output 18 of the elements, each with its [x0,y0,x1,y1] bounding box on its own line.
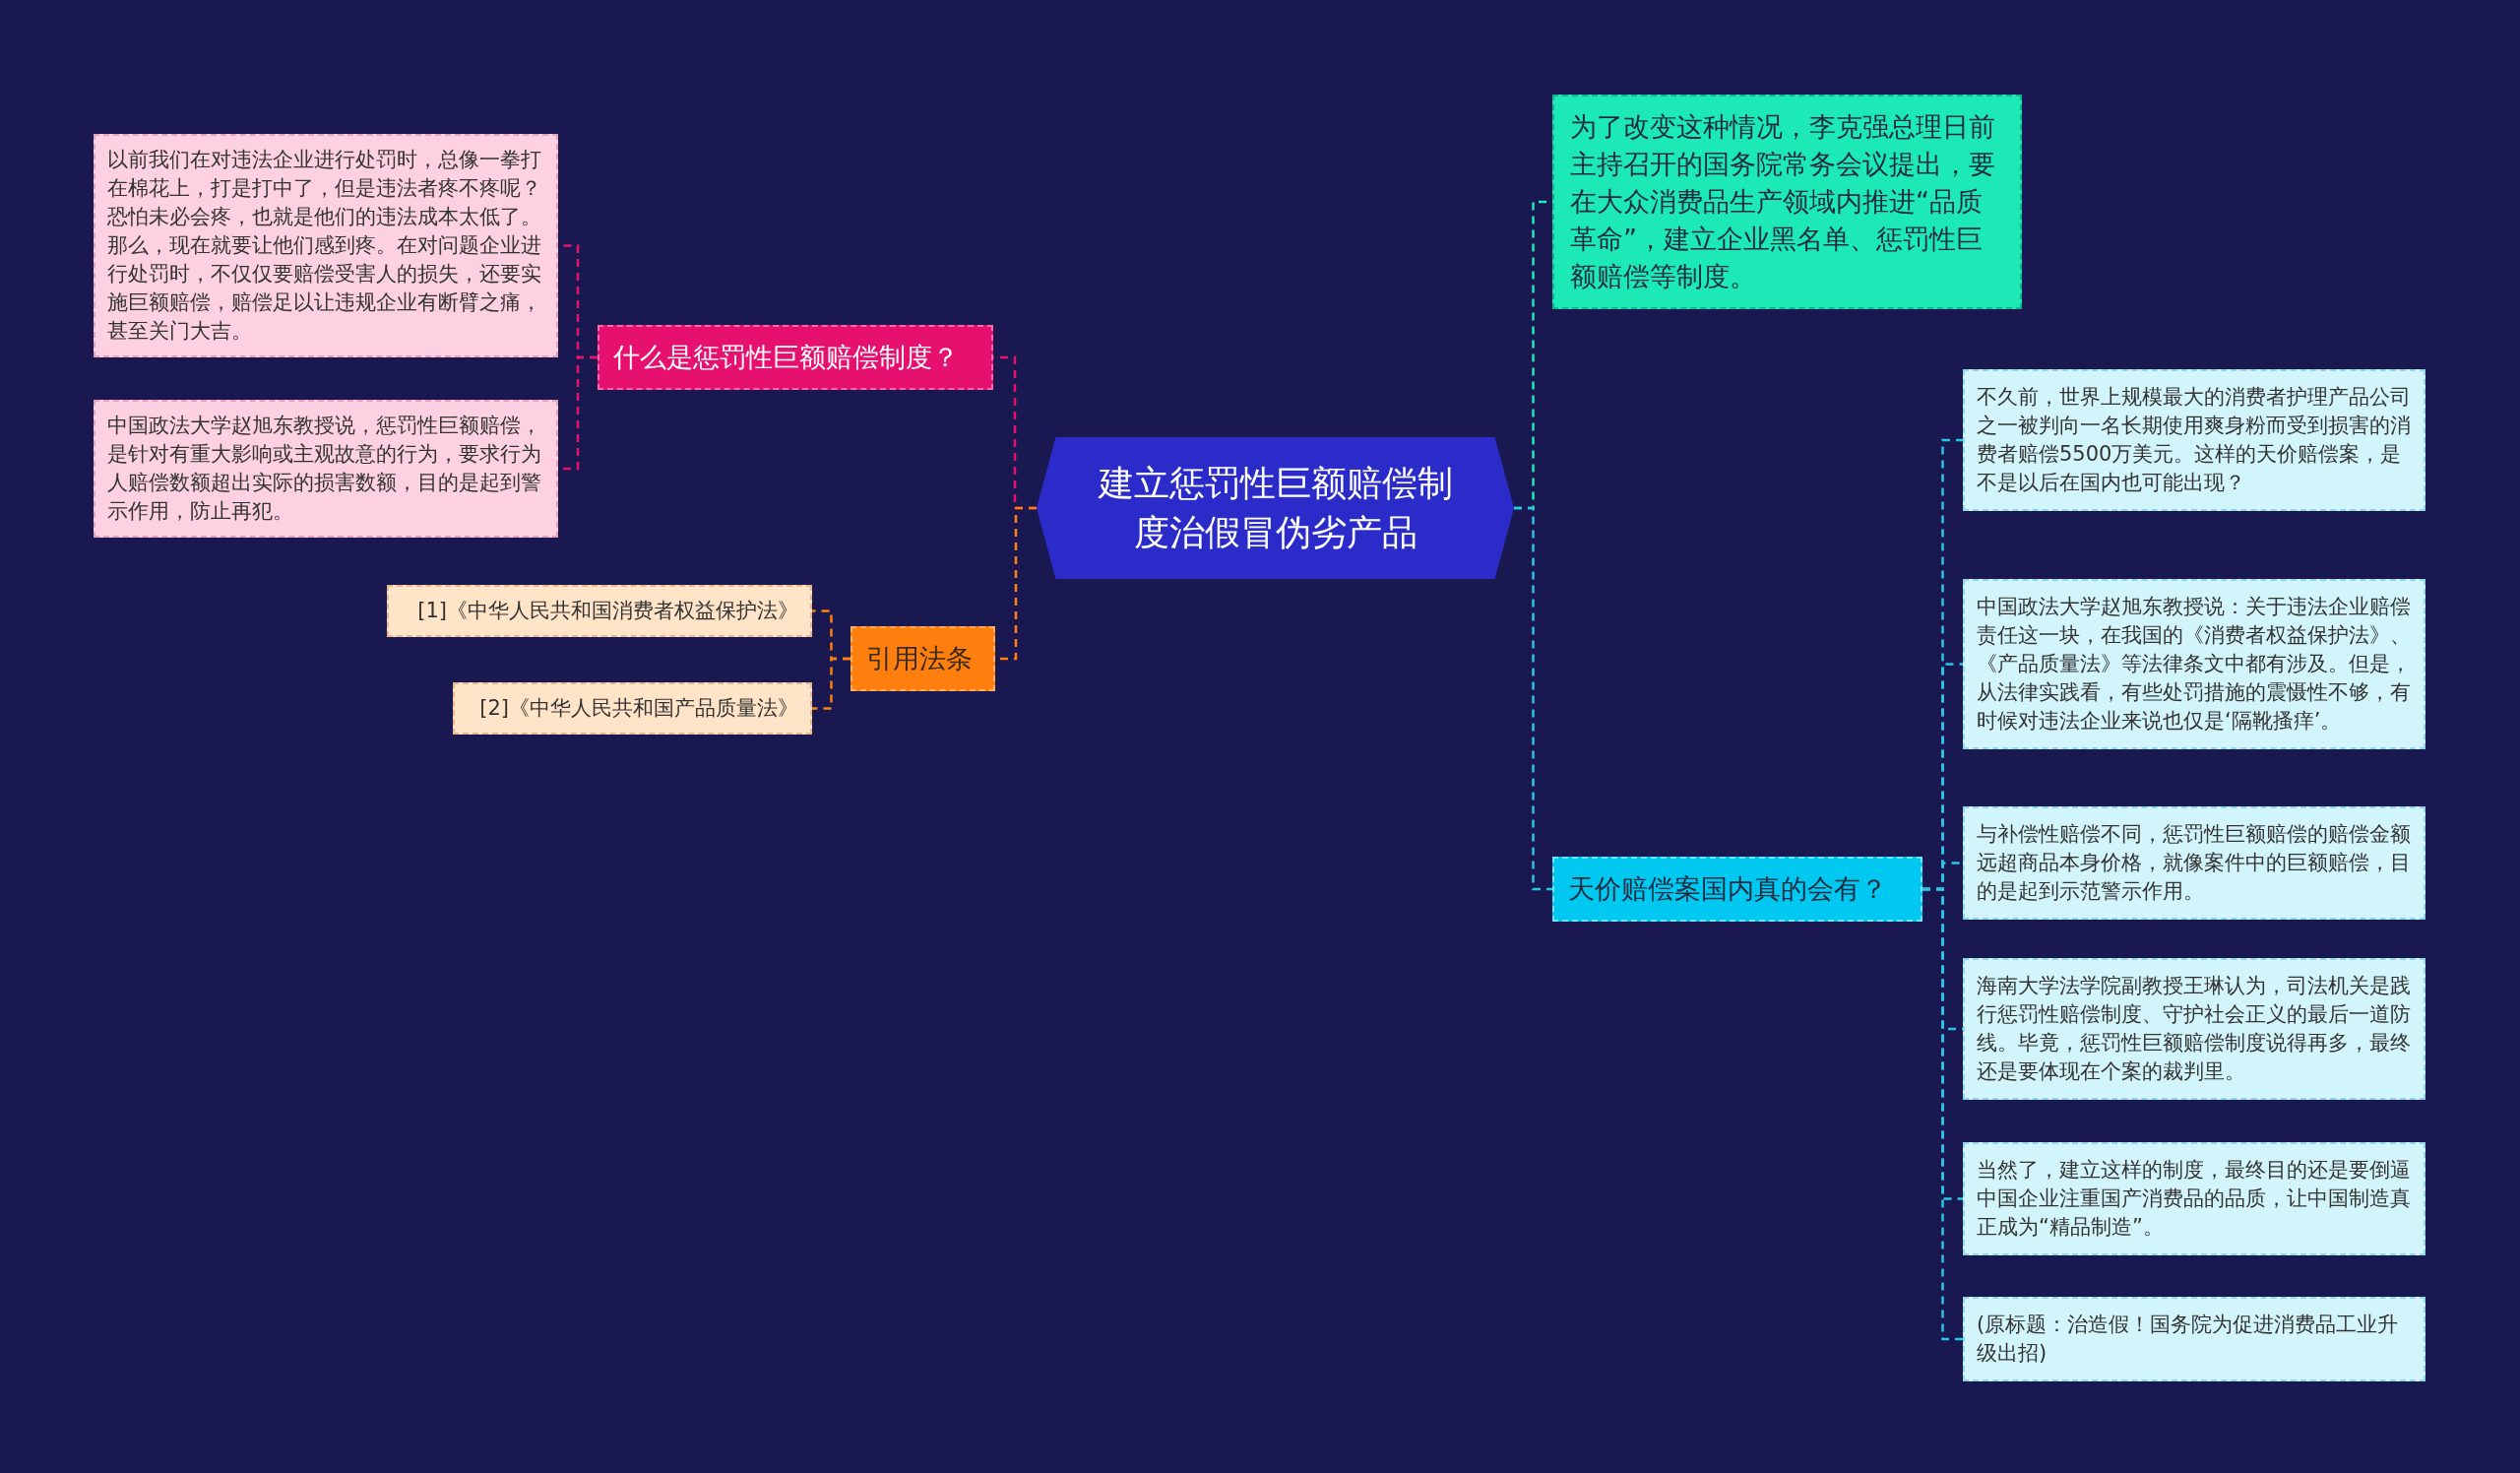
note-box: 中国政法大学赵旭东教授说，惩罚性巨额赔偿，是针对有重大影响或主观故意的行为，要求行为人赔偿数额超出实际的损害数额，目的是起到警示作用，防止再犯。 [94,400,558,538]
note-box: 当然了，建立这样的制度，最终目的还是要倒逼中国企业注重国产消费品的品质，让中国制造真正成为“精品制造”。 [1963,1141,2426,1255]
note-box: 为了改变这种情况，李克强总理日前主持召开的国务院常务会议提出，要在大众消费品生产领域内推进“品质革命”，建立企业黑名单、惩罚性巨额赔偿等制度。 [1552,95,2022,309]
reference-box: [1]《中华人民共和国消费者权益保护法》 [387,584,812,637]
note-box: (原标题：治造假！国务院为促进消费品工业升级出招) [1963,1297,2426,1381]
note-box: 海南大学法学院副教授王琳认为，司法机关是践行惩罚性赔偿制度、守护社会正义的最后一道防线。毕竟，惩罚性巨额赔偿制度说得再多，最终还是要体现在个案的裁判里。 [1963,958,2426,1100]
connector-line [812,657,850,710]
connector-line [1922,887,1963,1341]
topic-box: 引用法条 [850,626,995,691]
topic-box: 天价赔偿案国内真的会有？ [1552,857,1922,922]
reference-box: [2]《中华人民共和国产品质量法》 [453,681,812,735]
connector-line [1514,506,1552,891]
note-box: 与补偿性赔偿不同，惩罚性巨额赔偿的赔偿金额远超商品本身价格，就像案件中的巨额赔偿，目的是起到示范警示作用。 [1963,805,2426,920]
topic-box: 什么是惩罚性巨额赔偿制度？ [598,325,993,390]
note-box: 中国政法大学赵旭东教授说：关于违法企业赔偿责任这一块，在我国的《消费者权益保护法》、《产品质量法》等法律条文中都有涉及。但是，从法律实践看，有些处罚措施的震慑性不够，有时候对违法企业来说也仅是‘隔靴搔痒’。 [1963,578,2426,749]
note-box: 不久前，世界上规模最大的消费者护理产品公司之一被判向一名长期使用爽身粉而受到损害的消费者赔偿5500万美元。这样的天价赔偿案，是不是以后在国内也可能出现？ [1963,369,2426,511]
note-box: 以前我们在对违法企业进行处罚时，总像一拳打在棉花上，打是打中了，但是违法者疼不疼呢？恐怕未必会疼，也就是他们的违法成本太低了。那么，现在就要让他们感到疼。在对问题企业进行处罚时，不仅仅要赔偿受害人的损失，还要实施巨额赔偿，赔偿足以让违规企业有断臂之痛，甚至关门大吉。 [94,133,558,357]
central-topic: 建立惩罚性巨额赔偿制度治假冒伪劣产品 [1037,437,1514,579]
